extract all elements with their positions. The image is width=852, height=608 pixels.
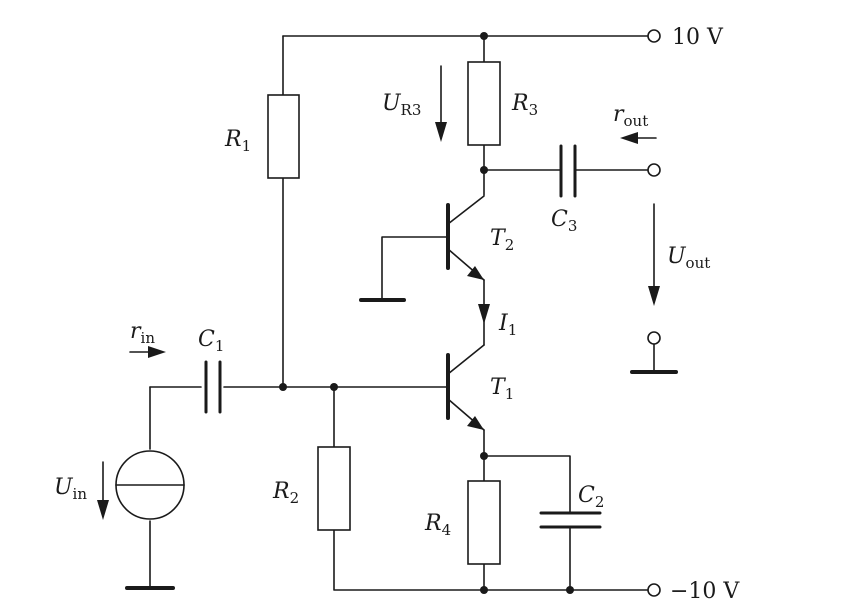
voltage-arrow-ur3 — [435, 65, 447, 142]
r3-label: R3 — [511, 91, 538, 119]
resistor-r4 — [467, 480, 501, 565]
negative-rail-wire — [333, 529, 649, 591]
c3-label: C3 — [551, 207, 577, 235]
voltage-arrow-uin — [97, 461, 109, 520]
t2-base-wire — [381, 236, 449, 299]
output-ground-terminal — [647, 331, 661, 345]
capacitor-c1 — [204, 360, 222, 414]
rout-label: rout — [613, 102, 648, 130]
positive-supply-terminal — [647, 29, 661, 43]
resistor-r2 — [317, 446, 351, 531]
negative-supply-terminal — [647, 583, 661, 597]
r2-label: R2 — [272, 479, 299, 507]
transistor-t1 — [446, 344, 485, 431]
t2-label: T2 — [490, 226, 514, 254]
ur3-label: UR3 — [382, 91, 421, 119]
r1-label: R1 — [224, 127, 251, 155]
transistor-t2 — [446, 195, 485, 281]
rin-label: rin — [130, 319, 155, 347]
c1-label: C1 — [198, 327, 224, 355]
t1-label: T1 — [490, 375, 514, 403]
voltage-arrow-uout — [648, 203, 660, 306]
c2-top-wire — [483, 455, 571, 514]
negative-supply-label: −10 V — [670, 579, 740, 604]
i1-label: I1 — [498, 311, 517, 339]
current-arrow-i1 — [478, 304, 490, 324]
uin-label: Uin — [54, 475, 87, 503]
resistor-r3 — [467, 61, 501, 146]
input-voltage-source — [115, 450, 185, 520]
c2-label: C2 — [578, 483, 604, 511]
capacitor-c3 — [559, 144, 577, 198]
r4-label: R4 — [424, 511, 451, 539]
output-terminal — [647, 163, 661, 177]
uout-label: Uout — [667, 244, 710, 272]
resistor-r1 — [267, 94, 300, 179]
impedance-arrow-rout — [620, 132, 657, 144]
impedance-arrow-rin — [129, 346, 166, 358]
positive-supply-label: 10 V — [672, 25, 724, 50]
junction-dots — [279, 32, 574, 594]
capacitor-c2 — [539, 511, 602, 529]
